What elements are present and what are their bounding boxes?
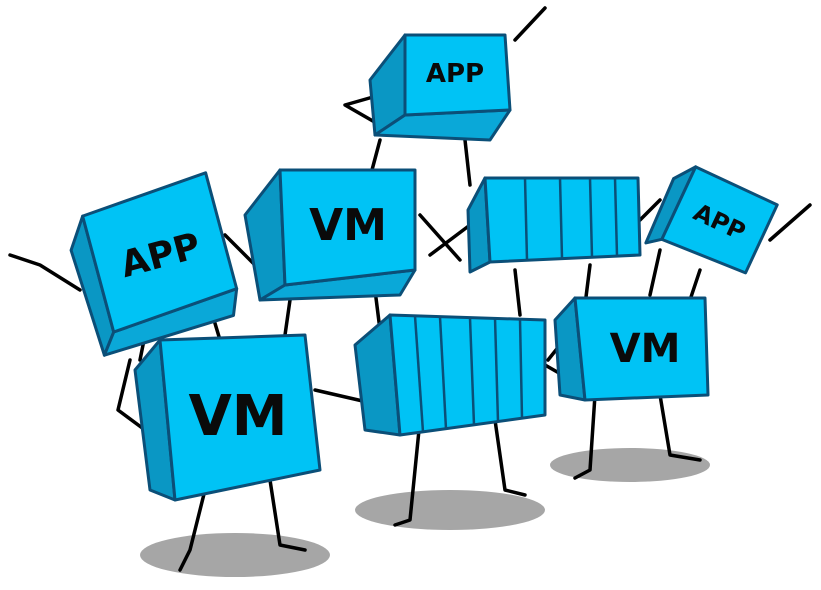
vm-label: VM: [188, 384, 287, 449]
container-box-bottom: [353, 313, 547, 437]
shadow: [140, 533, 330, 577]
vm-box-bottom-right: VM: [553, 296, 710, 402]
app-box-top: APP: [368, 33, 512, 142]
container-box-middle: [466, 176, 642, 274]
vm-box-middle: VM: [243, 168, 417, 302]
app-box-left: APP: [69, 171, 239, 357]
app-label: APP: [426, 59, 484, 89]
vm-box-bottom-left: VM: [133, 333, 322, 502]
shadow: [355, 490, 545, 530]
vm-label: VM: [309, 200, 387, 251]
vm-label: VM: [610, 326, 681, 372]
app-box-right: APP: [644, 165, 779, 275]
